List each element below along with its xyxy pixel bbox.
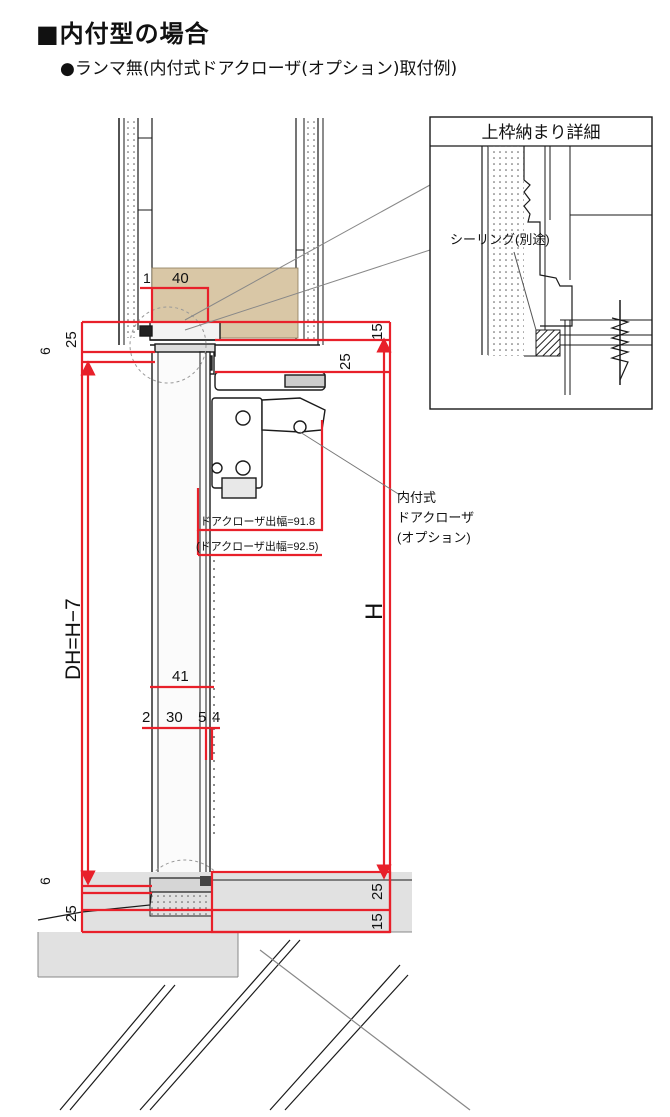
head-detail-circle: [129, 306, 207, 384]
stairs: [59, 939, 471, 1111]
dim-h: H: [361, 603, 388, 620]
door-closer: [178, 371, 326, 499]
detail-box: [429, 116, 653, 410]
dim-top-6: 6: [37, 347, 53, 355]
dim-top-25: 25: [63, 331, 80, 348]
dim-top-15: 15: [369, 323, 386, 340]
dim-bottom-25: 25: [63, 905, 80, 922]
closer-callout-line2: ドアクローザ: [397, 510, 474, 525]
detail-box-title: 上枠納まり詳細: [482, 123, 601, 142]
dim-width-5: 5: [198, 709, 206, 726]
closer-width-standard: ドアクローザ出幅=91.8: [200, 514, 315, 528]
detail-leader-2: [184, 249, 431, 331]
page-subtitle: ●ランマ無(内付式ドアクローザ(オプション)取付例): [60, 59, 458, 79]
dim-width-4: 4: [212, 709, 220, 726]
dim-top-1: 1: [143, 270, 151, 286]
dim-bottom-6: 6: [37, 877, 53, 885]
closer-leader: [299, 431, 401, 496]
dim-width-41: 41: [172, 668, 189, 685]
dimension-lines: [80, 286, 392, 934]
page-title: ■内付型の場合: [36, 20, 210, 48]
detail-leader-1: [184, 184, 431, 321]
closer-width-alternate: (ドアクローザ出幅=92.5): [196, 539, 318, 553]
dim-bottom-25-right: 25: [369, 883, 386, 900]
dim-bottom-15-right: 15: [369, 913, 386, 930]
dim-top-40: 40: [172, 270, 189, 287]
dim-width-2: 2: [142, 709, 150, 726]
dim-head-25: 25: [337, 353, 354, 370]
dim-width-30: 30: [166, 709, 183, 726]
floor: [37, 872, 412, 978]
door-leaf: [151, 351, 215, 883]
dim-dh: DH=H−7: [62, 598, 85, 680]
closer-callout-line3: (オプション): [397, 530, 471, 545]
closer-callout-line1: 内付式: [397, 490, 436, 505]
sealing-label: シーリング(別途): [450, 232, 550, 247]
